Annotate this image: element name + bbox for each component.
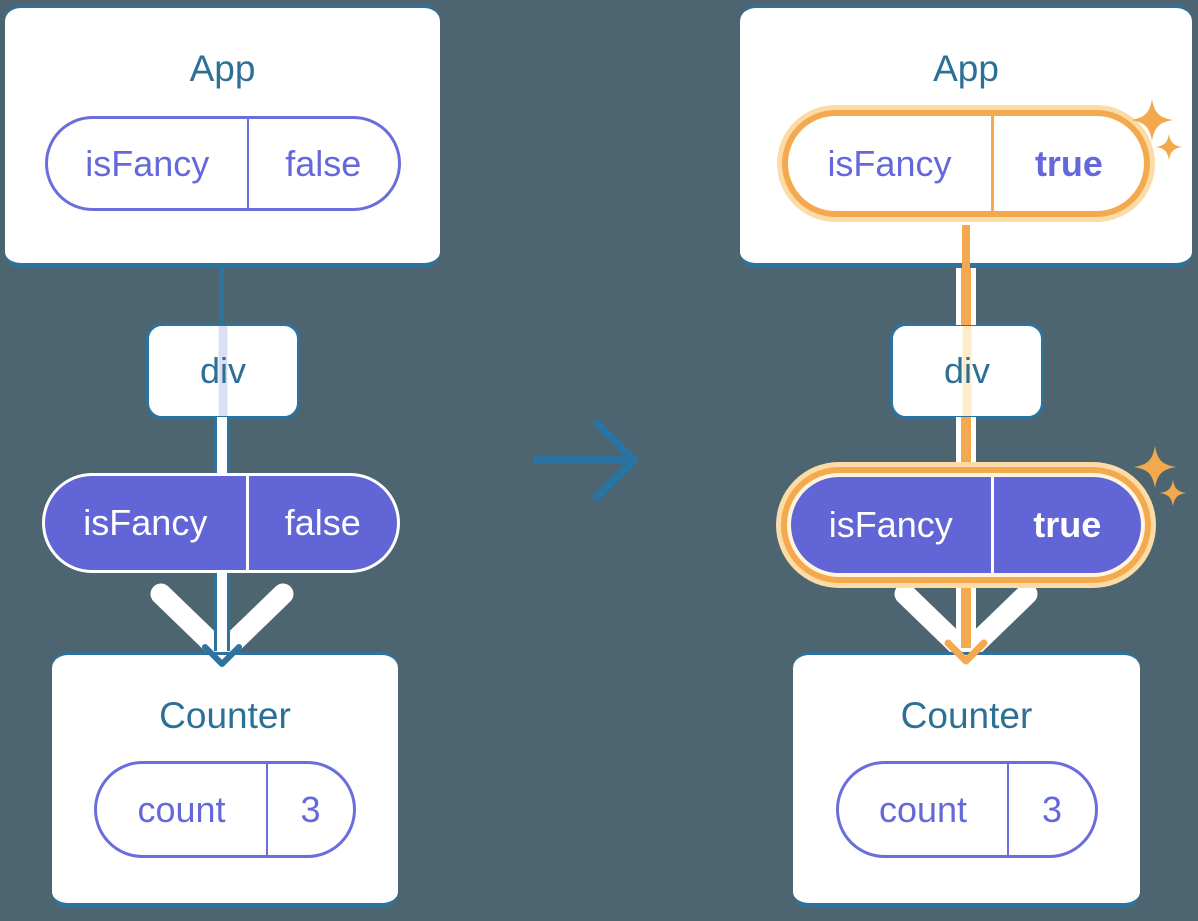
state-pipe: [214, 571, 230, 651]
transition-arrow-icon: [533, 419, 638, 501]
state-value: true: [990, 116, 1144, 211]
prop-key: isFancy: [828, 504, 953, 545]
state-pill: isFancy true: [788, 116, 1144, 211]
prop-key: isFancy: [83, 502, 208, 543]
count-value: 3: [1007, 764, 1094, 855]
state-value: false: [247, 119, 398, 208]
state-pass-stripe: [962, 326, 972, 416]
count-value: 3: [265, 764, 353, 855]
div-node: div: [146, 323, 300, 419]
div-node: div: [890, 323, 1044, 419]
div-label: div: [199, 350, 247, 391]
prop-value: false: [245, 476, 397, 570]
prop-value: true: [990, 477, 1142, 573]
state-pill: isFancy false: [44, 116, 401, 211]
tree-edge: [219, 266, 224, 323]
highlight-ring: isFancy true: [776, 462, 1156, 588]
state-pipe: [962, 225, 970, 268]
counter-card: Counter count 3: [793, 652, 1140, 908]
highlight-ring: isFancy true: [777, 105, 1155, 222]
count-key: count: [137, 788, 226, 830]
div-label: div: [943, 350, 991, 391]
prop-pill: isFancy true: [791, 477, 1141, 573]
state-pipe: [214, 417, 230, 477]
state-key: isFancy: [85, 142, 210, 184]
counter-card: Counter count 3: [52, 652, 398, 908]
state-pass-stripe: [218, 326, 228, 416]
count-key: count: [878, 788, 968, 830]
state-key: isFancy: [827, 142, 952, 184]
count-pill: count 3: [94, 761, 356, 858]
app-title: App: [189, 48, 256, 89]
count-pill: count 3: [835, 761, 1098, 858]
app-title: App: [933, 48, 999, 89]
counter-title: Counter: [159, 695, 291, 736]
counter-title: Counter: [900, 695, 1033, 736]
state-pipe: [956, 586, 976, 648]
app-card: App isFancy false: [5, 5, 440, 268]
app-card: App isFancy true: [740, 5, 1192, 268]
prop-pill: isFancy false: [42, 473, 400, 573]
state-pipe: [956, 417, 976, 470]
state-pipe: [956, 268, 976, 325]
